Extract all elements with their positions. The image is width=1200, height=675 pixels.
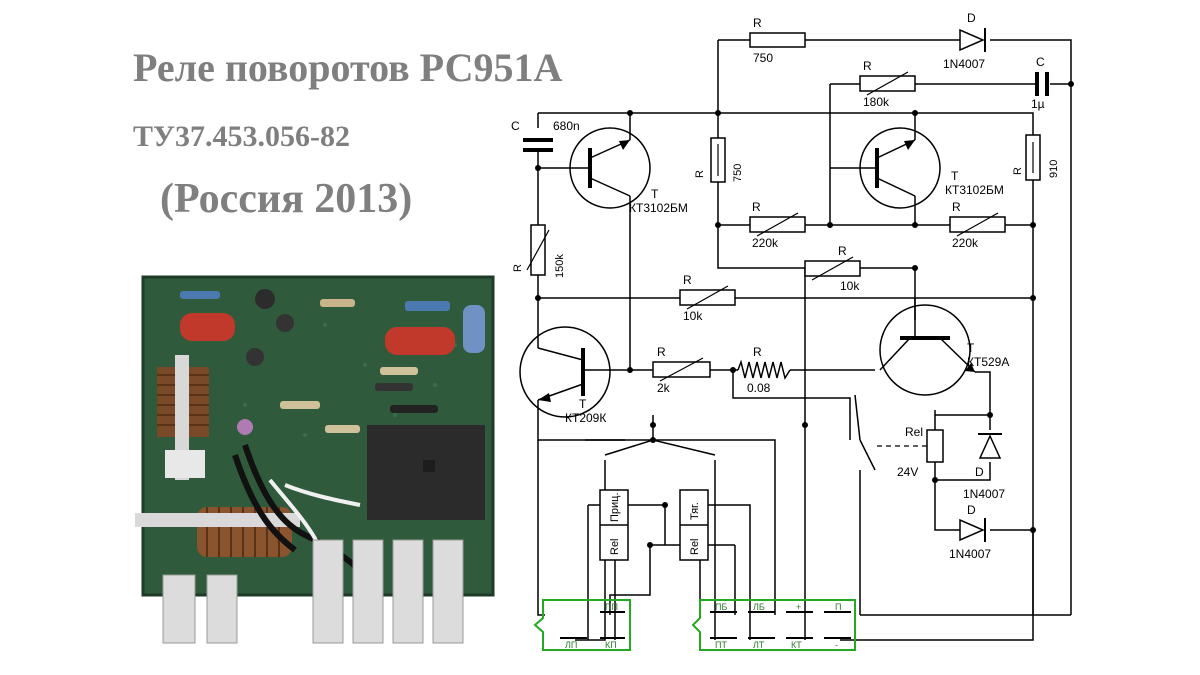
transistor-t1-ref: T	[651, 187, 659, 201]
resistor-220k-b: R 220k	[949, 200, 1006, 250]
pin-lb: ЛБ	[753, 602, 765, 612]
relay-tyag-name: Тяг.	[689, 502, 701, 520]
relay-main-ref: Rel	[905, 425, 923, 439]
pin-pt: ПТ	[715, 640, 727, 650]
diode-top: D 1N4007	[943, 11, 986, 71]
transistor-part	[255, 289, 275, 309]
pin-lt: ЛТ	[753, 640, 765, 650]
resistor-750-top: R 750	[749, 16, 806, 65]
resistor-0-08: R 0.08	[737, 345, 791, 395]
resistor-220k-b-ref: R	[952, 200, 961, 214]
transistor-t1: T КТ3102БМ	[569, 127, 688, 215]
relay-tyag-ref: Rel	[689, 538, 701, 555]
diode-relay: D 1N4007	[963, 433, 1005, 501]
transistor-t2-value: КТ3102БМ	[945, 183, 1004, 197]
pin-kp: КП	[605, 640, 617, 650]
transistor-t3-ref: T	[579, 397, 587, 411]
resistor-10k-a: R 10k	[804, 244, 861, 293]
capacitor-1u-value: 1µ	[1031, 97, 1045, 111]
resistor-220k-a-value: 220k	[752, 236, 779, 250]
resistor-10k-b: R 10k	[679, 273, 736, 323]
transistor-t4-ref: T	[967, 341, 975, 355]
coil-part	[157, 355, 209, 480]
diode-bottom: D 1N4007	[949, 503, 991, 561]
resistor-150k-value: 150k	[554, 254, 566, 278]
connector-right: ПБ ЛБ + П ПТ ЛТ КТ -	[691, 599, 856, 651]
relay-part	[367, 425, 485, 520]
pcb-photo	[135, 275, 500, 645]
relay-main-value: 24V	[897, 465, 918, 479]
resistor-220k-a: R 220k	[749, 200, 806, 250]
capacitor-part-2	[385, 327, 455, 355]
resistor-10k-b-value: 10k	[683, 309, 703, 323]
transistor-t1-value: КТ3102БМ	[629, 201, 688, 215]
circuit-schematic: R 750 D 1N4007 R 180k C 1µ C 680n T КТ31…	[511, 11, 1074, 651]
resistor-2k-ref: R	[657, 345, 666, 359]
transistor-t4-value: КТ529А	[967, 355, 1009, 369]
pin-pb: ПБ	[715, 602, 727, 612]
resistor-910: R 910	[1012, 134, 1060, 181]
resistor-part	[180, 291, 220, 299]
resistor-910-value: 910	[1048, 160, 1060, 178]
pin-kt: КТ	[791, 640, 802, 650]
resistor-10k-a-ref: R	[838, 244, 847, 258]
diode-relay-value: 1N4007	[963, 487, 1005, 501]
resistor-150k: R 150k	[512, 224, 566, 278]
resistor-750-vertical: R 750	[694, 137, 744, 183]
title-line-3: (Россия 2013)	[160, 176, 413, 222]
resistor-150k-ref: R	[512, 264, 524, 272]
capacitor-1u-ref: C	[1036, 55, 1045, 69]
pin-pp: ПП	[605, 602, 618, 612]
resistor-910-ref: R	[1012, 167, 1024, 175]
diode-top-value: 1N4007	[943, 57, 985, 71]
relay-pric: Приц. Rel	[599, 489, 629, 561]
diode-relay-ref: D	[975, 465, 984, 479]
relay-tyag: Тяг. Rel	[679, 489, 709, 561]
pin-lp: ЛП	[565, 640, 577, 650]
resistor-180k: R 180k	[859, 59, 916, 109]
relay-pric-ref: Rel	[609, 538, 621, 555]
transistor-t2: T КТ3102БМ	[830, 127, 1004, 209]
diode-bottom-value: 1N4007	[949, 547, 991, 561]
resistor-180k-ref: R	[863, 59, 872, 73]
connector-left: ПП ЛП КП	[533, 599, 631, 651]
resistor-180k-value: 180k	[863, 95, 890, 109]
resistor-750-vertical-ref: R	[694, 170, 706, 178]
pin-minus: -	[835, 640, 838, 650]
resistor-10k-b-ref: R	[683, 273, 692, 287]
transistor-t3-value: КТ209К	[565, 411, 606, 425]
diode-bottom-ref: D	[967, 503, 976, 517]
resistor-220k-a-ref: R	[752, 200, 761, 214]
resistor-220k-b-value: 220k	[952, 236, 979, 250]
relay-pric-name: Приц.	[609, 492, 621, 522]
title-line-1: Реле поворотов РС951А	[133, 45, 563, 90]
transistor-t2-ref: T	[951, 169, 959, 183]
pin-p: П	[835, 602, 841, 612]
terminal-pins	[162, 539, 464, 644]
resistor-2k-value: 2k	[657, 381, 671, 395]
capacitor-680n-value: 680n	[553, 119, 580, 133]
capacitor-1u: C 1µ	[1031, 55, 1049, 111]
capacitor-680n-ref: C	[511, 119, 520, 133]
resistor-750-top-ref: R	[753, 16, 762, 30]
transistor-t4: T КТ529А	[879, 298, 1009, 396]
capacitor-680n: C 680n	[511, 119, 580, 152]
relay-main: Rel 24V	[877, 425, 944, 479]
resistor-10k-a-value: 10k	[840, 279, 860, 293]
resistor-750-vertical-value: 750	[732, 164, 744, 182]
resistor-0-08-ref: R	[753, 345, 762, 359]
capacitor-part	[180, 313, 235, 341]
resistor-750-top-value: 750	[753, 51, 773, 65]
transistor-t3: T КТ209К	[519, 326, 611, 425]
resistor-0-08-value: 0.08	[747, 381, 771, 395]
pin-plus: +	[796, 602, 801, 612]
resistor-2k: R 2k	[652, 345, 711, 395]
diode-top-ref: D	[967, 11, 976, 25]
title-line-2: ТУ37.453.056-82	[133, 120, 351, 153]
